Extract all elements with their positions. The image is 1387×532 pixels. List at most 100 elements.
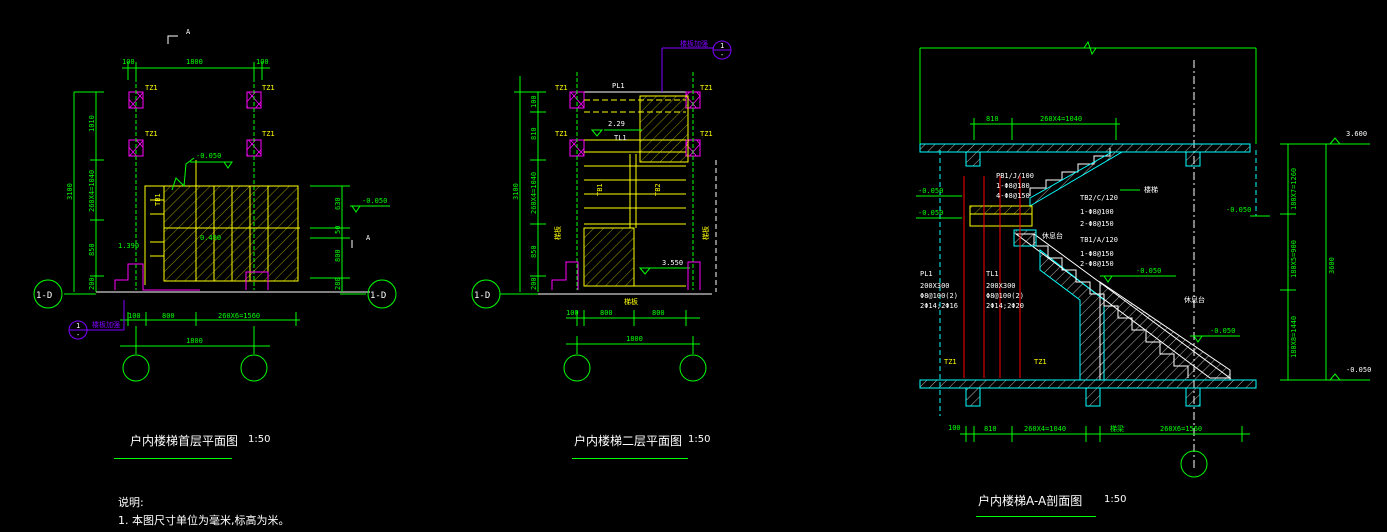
rebar-label: 1-Φ8@100 — [1080, 208, 1114, 216]
axis-bubble — [240, 354, 268, 382]
level-mark: -0.050 — [1210, 327, 1235, 335]
rebar-label: 1-Φ8@150 — [1080, 250, 1114, 258]
col-label: TZ1 — [555, 130, 568, 138]
dim-left: 3100 — [66, 183, 74, 200]
col-label: TZ1 — [262, 84, 275, 92]
view-scale: 1:50 — [1104, 494, 1127, 505]
dim-left: 850 — [530, 245, 538, 258]
note-label: 休息台 — [1042, 231, 1063, 240]
beam-label: PB1/J/100 — [996, 172, 1034, 180]
column-label: TZ1 — [944, 358, 957, 366]
dim-right: 800 — [334, 249, 342, 262]
section-mark-right: A — [366, 234, 371, 242]
beam-label: TB2 — [654, 183, 662, 196]
dim-left: 260X4=1040 — [88, 170, 96, 212]
axis-label: 1-D — [36, 291, 52, 301]
col-label: TZ1 — [555, 84, 568, 92]
dim-bottom: 100 — [128, 312, 141, 320]
level-mark: -0.050 — [196, 152, 221, 160]
section-mark-top: A — [186, 28, 191, 36]
notes-heading: 说明: — [118, 496, 144, 509]
dim-top-left: 100 — [122, 58, 135, 66]
level-mark: 2.29 — [608, 120, 625, 128]
beam-label: 200X300 — [986, 282, 1016, 290]
dim-right: 50 — [334, 226, 342, 234]
axis-bubble — [122, 354, 150, 382]
note-label: 楼梯 — [1144, 185, 1158, 194]
dim-left: 850 — [88, 243, 96, 256]
axis-bubble — [563, 354, 591, 382]
axis-bubble — [1180, 450, 1208, 478]
dim-bottom: 800 — [162, 312, 175, 320]
level-mark: -0.050 — [918, 209, 943, 217]
beam-label: TL1 — [986, 270, 999, 278]
level-mark: 0.490 — [200, 234, 221, 242]
callout-den: - — [76, 331, 80, 339]
dim-right: 3600 — [1328, 257, 1336, 274]
dim-top: 810 — [986, 115, 999, 123]
view-section-a-a: 810 260X4=1040 -0.050 -0.050 PB1/J/100 — [916, 40, 1371, 478]
title-underline — [572, 458, 688, 459]
beam-label: TL1 — [614, 134, 627, 142]
col-label: TZ1 — [145, 84, 158, 92]
dim-top-right: 100 — [256, 58, 269, 66]
level-mark: 3.550 — [662, 259, 683, 267]
level-mark: -0.050 — [362, 197, 387, 205]
callout-text: 楼板加强 — [680, 39, 708, 48]
axis-bubble — [471, 279, 501, 309]
callout-text: 楼板加强 — [92, 320, 120, 329]
beam-label: TB1 — [154, 193, 162, 206]
col-label: TZ1 — [700, 84, 713, 92]
level-mark: 1.390 — [118, 242, 139, 250]
view-title: 户内楼梯二层平面图 — [574, 434, 683, 448]
dim-right: 180X5=900 — [1290, 240, 1298, 278]
dim-bottom: 260X6=1560 — [218, 312, 260, 320]
dim-bottom: 260X6=1560 — [1160, 425, 1202, 433]
level-mark: -0.050 — [1346, 366, 1371, 374]
dim-left: 3100 — [512, 183, 520, 200]
beam-label: PL1 — [920, 270, 933, 278]
col-label: TZ1 — [262, 130, 275, 138]
dim-left: 1010 — [88, 115, 96, 132]
beam-label: TB1 — [596, 183, 604, 196]
dim-left: 260X4=1040 — [530, 172, 538, 214]
dim-bottom: 810 — [984, 425, 997, 433]
view-scale: 1:50 — [688, 434, 711, 445]
col-label: TZ1 — [700, 130, 713, 138]
dim-left: 200 — [530, 277, 538, 290]
beam-label: 200X300 — [920, 282, 950, 290]
rebar-label: 2-Φ8@150 — [1080, 260, 1114, 268]
dim-bottom: 1800 — [186, 337, 203, 345]
dim-bottom: 800 — [600, 309, 613, 317]
axis-bubble — [33, 279, 63, 309]
rebar-label: 4-Φ8@150 — [996, 192, 1030, 200]
rebar-label: Φ8@100(2) — [920, 292, 958, 300]
beam-label: TB2/C/120 — [1080, 194, 1118, 202]
level-mark: -0.050 — [1226, 206, 1251, 214]
dim-bottom: 800 — [652, 309, 665, 317]
rebar-label: Φ8@100(2) — [986, 292, 1024, 300]
dim-top: 260X4=1040 — [1040, 115, 1082, 123]
view-title: 户内楼梯首层平面图 — [130, 434, 239, 448]
dim-left: 810 — [530, 127, 538, 140]
column-label: TZ1 — [1034, 358, 1047, 366]
bottom-note: 梯板 — [624, 297, 638, 306]
callout-num: 1 — [76, 322, 80, 330]
title-underline — [976, 516, 1096, 517]
dim-right: 280 — [334, 277, 342, 290]
side-note: 梯板 — [701, 226, 710, 240]
title-underline — [114, 458, 232, 459]
view-scale: 1:50 — [248, 434, 271, 445]
dim-right: 630 — [334, 197, 342, 210]
side-note: 梯板 — [553, 226, 562, 240]
dim-bottom: 260X4=1040 — [1024, 425, 1066, 433]
view-second-floor-plan: PL1 TZ1 TZ1 TZ1 TZ1 2.29 TL1 — [471, 39, 732, 382]
dim-bottom: 100 — [566, 309, 579, 317]
dim-left: 200 — [88, 277, 96, 290]
dim-bottom: 梯梁 — [1110, 424, 1124, 433]
beam-label: TB1/A/120 — [1080, 236, 1118, 244]
dim-right: 180X8=1440 — [1290, 316, 1298, 358]
notes-line: 1. 本图尺寸单位为毫米,标高为米。 — [118, 514, 290, 527]
callout-num: 1 — [720, 42, 724, 50]
dim-right: 180X7=1260 — [1290, 168, 1298, 210]
